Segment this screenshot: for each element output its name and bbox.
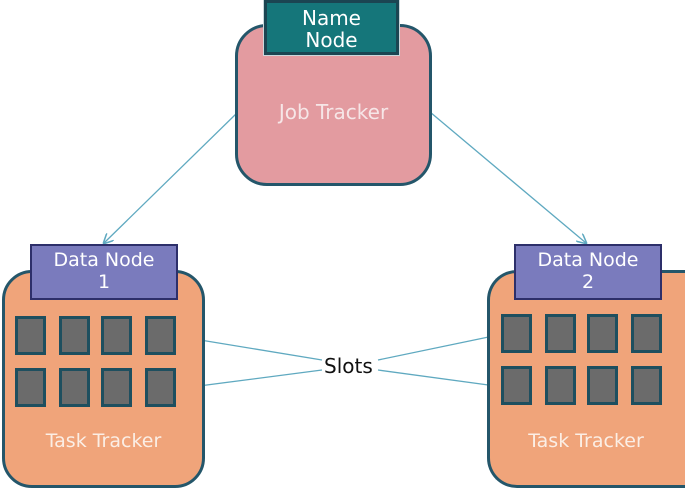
slot <box>587 366 618 405</box>
name-node-label-line2: Node <box>305 28 358 52</box>
data-node-2-label-line2: 2 <box>581 271 595 293</box>
task-tracker-1-label: Task Tracker <box>45 430 162 452</box>
data-node-2-label-line1: Data Node <box>537 249 639 271</box>
slot <box>15 316 46 355</box>
slots-to-right-bottom-arrow <box>377 369 503 387</box>
slot <box>15 368 46 407</box>
slot <box>545 366 576 405</box>
slot <box>145 368 176 407</box>
slots-label: Slots <box>322 354 375 378</box>
data-node-1-label-line1: Data Node <box>53 249 155 271</box>
slot <box>59 368 90 407</box>
name-node-box: Name Node <box>263 0 400 56</box>
task-tracker-2-label: Task Tracker <box>528 430 644 452</box>
slot <box>101 316 132 355</box>
job-tracker-label: Job Tracker <box>278 100 389 124</box>
data-node-1-box: Data Node 1 <box>30 244 178 300</box>
slots-to-right-top-arrow <box>377 334 503 361</box>
data-node-1-label-line2: 1 <box>97 271 111 293</box>
slot <box>145 316 176 355</box>
slot <box>545 314 576 353</box>
slot <box>631 366 662 405</box>
data-node-2-box: Data Node 2 <box>514 244 662 300</box>
job-to-datanode1-arrow <box>104 111 239 243</box>
job-to-datanode2-arrow <box>429 111 586 243</box>
slot <box>501 366 532 405</box>
slot <box>101 368 132 407</box>
slot <box>587 314 618 353</box>
slot <box>501 314 532 353</box>
slot <box>631 314 662 353</box>
name-node-label-line1: Name <box>301 6 361 30</box>
slot <box>59 316 90 355</box>
